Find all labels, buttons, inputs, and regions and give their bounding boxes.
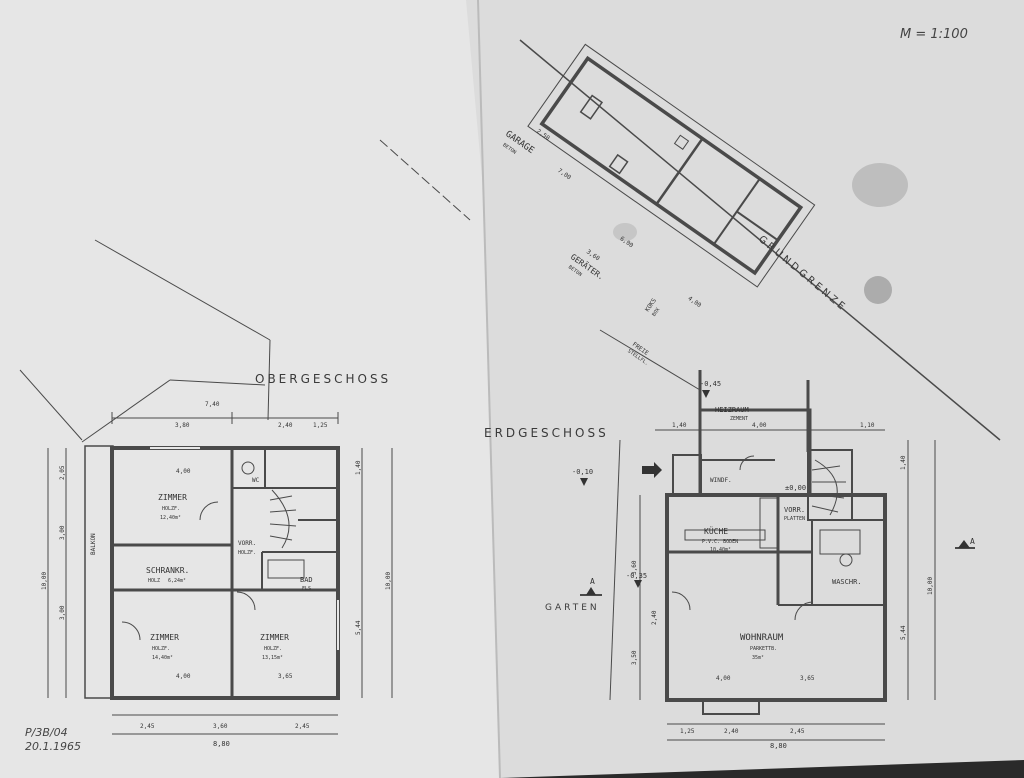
room-area: 6,24m² — [168, 578, 186, 584]
upper-dim-inner-1: 4,00 — [176, 673, 191, 680]
upper-dim-top-2: 2,40 — [278, 422, 293, 429]
upper-room-2: SCHRANKR. HOLZ 6,24m² — [146, 566, 189, 584]
upper-dim-left-3: 10,00 — [41, 572, 48, 590]
room-name: BAD — [300, 576, 313, 584]
upper-room-3: ZIMMER HOLZF. 14,40m² — [150, 633, 179, 661]
ground-dim-inner-0: 4,00 — [716, 675, 731, 682]
ground-dim-bottom-2: 2,45 — [790, 728, 805, 735]
room-area: 14,40m² — [152, 655, 173, 661]
ground-dim-right-2: 1,40 — [900, 455, 907, 470]
upper-total-width: 8,80 — [213, 740, 230, 748]
ground-dim-left-1: 3,50 — [631, 650, 638, 665]
room-name: ZIMMER — [260, 633, 289, 642]
room-name: SCHRANKR. — [146, 566, 189, 575]
ground-dim-left-0: 3,60 — [631, 560, 638, 575]
level-label-1: -0,35 — [626, 572, 647, 580]
room-name: HEIZRAUM — [715, 406, 749, 414]
room-floor: HOLZ — [148, 578, 160, 584]
ground-room-kueche: KÜCHE P.V.C. BODEN 10,40m² — [702, 526, 738, 553]
ground-dim-bottom-1: 2,40 — [724, 728, 739, 735]
upper-dim-top-0: 7,40 — [205, 401, 220, 408]
room-floor: HOLZF. — [152, 646, 170, 652]
room-floor: PLATTEN — [784, 516, 805, 522]
upper-wc-label: WC — [252, 477, 260, 484]
upper-dim-left-2: 3,00 — [59, 605, 66, 620]
plan-date: 20.1.1965 — [25, 740, 81, 753]
section-mark-left: A — [590, 577, 595, 586]
ground-windfang-label: WINDF. — [710, 477, 732, 484]
level-label-3: ±0,00 — [785, 484, 806, 492]
room-area: 35m² — [752, 655, 764, 661]
ground-room-wohnraum: WOHNRAUM PARKETTB. 35m² — [740, 633, 784, 661]
room-name: ZIMMER — [158, 493, 187, 502]
upper-dim-top-3: 1,25 — [313, 422, 328, 429]
level-label-2: -0,45 — [700, 380, 721, 388]
ground-dim-inner-1: 3,65 — [800, 675, 815, 682]
ground-total-width: 8,80 — [770, 742, 787, 750]
upper-dim-left-1: 3,00 — [59, 525, 66, 540]
upper-dim-inner-2: 3,65 — [278, 673, 293, 680]
room-floor: HOLZF. — [264, 646, 282, 652]
ground-dim-top-0: 1,40 — [672, 422, 687, 429]
upper-floor-title: OBERGESCHOSS — [255, 372, 391, 386]
plan-number: P/3B/04 — [25, 726, 68, 739]
ground-room-vorraum: VORR. PLATTEN — [784, 506, 805, 522]
room-floor: FLS — [302, 586, 311, 592]
room-floor: ZEMENT — [730, 416, 748, 422]
ground-floor-title: ERDGESCHOSS — [484, 426, 609, 440]
paper-left — [0, 0, 500, 778]
ground-dim-left-2: 2,40 — [651, 610, 658, 625]
ground-dim-top-2: 1,10 — [860, 422, 875, 429]
upper-dim-bottom-1: 3,60 — [213, 723, 228, 730]
room-area: 12,40m² — [160, 515, 181, 521]
room-floor: P.V.C. BODEN — [702, 539, 738, 545]
room-name: ZIMMER — [150, 633, 179, 642]
room-name: KÜCHE — [704, 526, 728, 536]
upper-room-1: ZIMMER HOLZF. 12,40m² — [158, 493, 187, 521]
upper-dim-right-2: 1,40 — [355, 460, 362, 475]
room-floor: PARKETTB. — [750, 646, 777, 652]
level-label-0: -0,10 — [572, 468, 593, 476]
section-mark-right: A — [970, 537, 975, 546]
paper-right — [466, 0, 1024, 778]
room-floor: HOLZF. — [162, 506, 180, 512]
room-area: 13,15m² — [262, 655, 283, 661]
upper-dim-bottom-2: 2,45 — [295, 723, 310, 730]
ground-dim-bottom-0: 1,25 — [680, 728, 695, 735]
upper-dim-right-1: 5,44 — [355, 620, 362, 635]
ground-waschraum-label: WASCHR. — [832, 578, 862, 586]
upper-dim-left-0: 2,05 — [59, 465, 66, 480]
ground-dim-top-1: 4,00 — [752, 422, 767, 429]
room-floor: BOX — [651, 307, 661, 318]
room-name: WOHNRAUM — [740, 633, 784, 643]
upper-room-6: BAD FLS — [300, 576, 313, 592]
upper-dim-inner-0: 4,00 — [176, 468, 191, 475]
room-name: VORR. — [784, 506, 805, 514]
upper-dim-top-1: 3,80 — [175, 422, 190, 429]
garden-label: GARTEN — [545, 603, 600, 613]
room-area: 10,40m² — [710, 547, 731, 553]
ground-dim-right-1: 5,44 — [900, 625, 907, 640]
room-name: VORR. — [238, 540, 256, 547]
room-floor: HOLZF. — [238, 550, 256, 556]
upper-dim-right-0: 10,00 — [385, 572, 392, 590]
upper-dim-bottom-0: 2,45 — [140, 723, 155, 730]
ground-dim-right-0: 10,00 — [927, 577, 934, 595]
upper-room-5: VORR. HOLZF. — [238, 540, 256, 556]
ground-room-heizraum: HEIZRAUM ZEMENT — [715, 406, 749, 422]
scale-label: M = 1:100 — [900, 27, 968, 42]
balcony-label: BALKON — [90, 533, 97, 555]
upper-room-4: ZIMMER HOLZF. 13,15m² — [260, 633, 289, 661]
